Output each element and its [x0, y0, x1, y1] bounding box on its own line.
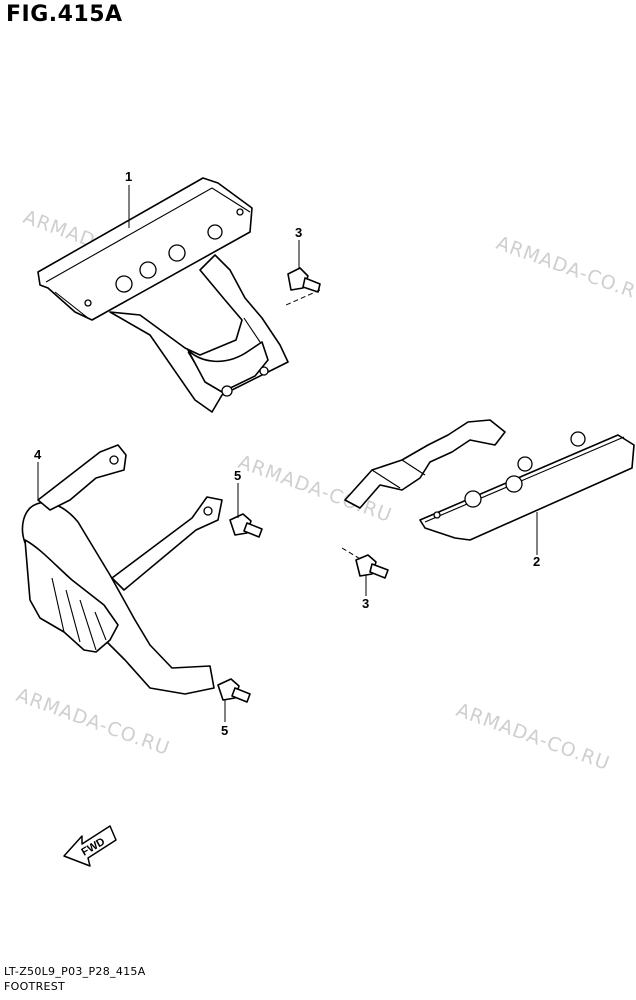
callout-4: 4 — [34, 447, 42, 462]
bolt-5-upper — [229, 513, 263, 538]
footrest-bracket-right — [344, 419, 635, 541]
callout-3-lower: 3 — [362, 596, 369, 611]
callout-5-lower: 5 — [221, 723, 228, 738]
bolt-5-lower — [217, 678, 251, 703]
leader-lines — [37, 185, 538, 722]
fwd-direction-marker: FWD — [63, 825, 117, 867]
watermark-4: ARMADA-CO.RU — [13, 684, 173, 760]
figure-name: FOOTREST — [4, 980, 66, 993]
callouts: 1 2 3 3 4 5 5 — [34, 169, 540, 738]
watermark-5: ARMADA-CO.RU — [453, 699, 613, 775]
arrow-left-icon — [63, 825, 117, 867]
figure-title: FIG.415A — [6, 2, 123, 27]
bolt-3-lower — [341, 547, 389, 579]
watermark-2: ARMADA-CO.RU — [493, 232, 636, 308]
callout-2: 2 — [533, 554, 540, 569]
callout-5-upper: 5 — [234, 468, 241, 483]
bolt-3-upper — [285, 267, 321, 306]
callout-1: 1 — [125, 169, 132, 184]
front-guard — [21, 444, 223, 695]
footrest-bracket-left — [37, 177, 289, 413]
callout-3-upper: 3 — [295, 225, 302, 240]
figure-code: LT-Z50L9_P03_P28_415A — [4, 965, 146, 978]
